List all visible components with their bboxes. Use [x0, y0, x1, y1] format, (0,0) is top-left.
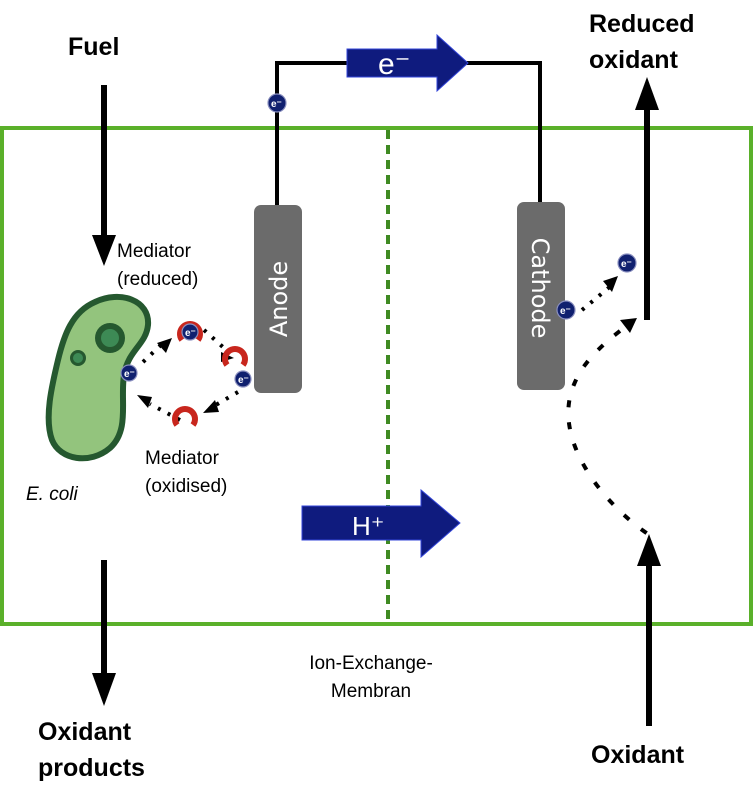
electron-icon: e⁻	[181, 323, 199, 341]
svg-text:e⁻: e⁻	[560, 306, 571, 317]
mediator-arrowhead-3	[203, 400, 219, 413]
cathode-electron-transfer-path	[580, 283, 614, 312]
membrane-label-line1: Ion-Exchange-	[309, 653, 433, 674]
oxidant-label: Oxidant	[591, 741, 685, 769]
mediator-reduced-label-line1: Mediator	[117, 241, 192, 262]
oxidant-path-arrowhead	[620, 318, 637, 333]
svg-text:e⁻: e⁻	[185, 328, 196, 339]
fuel-inlet-arrow	[92, 85, 116, 266]
svg-text:e⁻: e⁻	[124, 369, 135, 380]
membrane-label-line2: Membran	[331, 681, 411, 702]
mediator-cycle	[141, 328, 240, 422]
anode-electrode: Anode	[254, 205, 302, 393]
mediator-oxidised-label-line1: Mediator	[145, 448, 220, 469]
mediator-reduced-label-line2: (reduced)	[117, 269, 198, 290]
mediator-arrowhead-4	[137, 395, 152, 408]
svg-text:e⁻: e⁻	[238, 375, 249, 386]
e-coli-bacterium	[45, 293, 152, 462]
cathode-electrode: Cathode	[517, 202, 565, 390]
mediator-oxidised-molecule	[172, 406, 198, 427]
oxidant-products-label-line1: Oxidant	[38, 718, 132, 746]
oxidant-inlet-arrow	[637, 534, 661, 726]
electron-icon: e⁻	[120, 364, 138, 382]
mediator-oxidised-molecule-anode	[222, 346, 248, 367]
fuel-label: Fuel	[68, 33, 119, 61]
proton-flow-label: H⁺	[352, 511, 385, 541]
electron-icon: e⁻	[556, 300, 576, 320]
reduced-oxidant-outlet-arrow	[635, 77, 659, 320]
cell-chamber	[0, 126, 753, 626]
svg-text:e⁻: e⁻	[621, 259, 632, 270]
external-circuit-wire	[275, 61, 542, 205]
electron-flow-arrow: e⁻	[346, 33, 469, 93]
bacterium-organelle-large	[95, 323, 125, 353]
oxidant-reduction-path	[566, 319, 648, 535]
bacterium-organelle-small	[70, 350, 86, 366]
electron-icon: e⁻	[267, 93, 287, 113]
svg-text:e⁻: e⁻	[271, 99, 282, 110]
electron-icon: e⁻	[234, 370, 252, 388]
oxidant-products-label-line2: products	[38, 754, 145, 782]
e-coli-label: E. coli	[26, 484, 79, 505]
oxidant-products-outlet-arrow	[92, 560, 116, 706]
proton-flow-arrow: H⁺	[301, 488, 461, 559]
reduced-oxidant-label-line1: Reduced	[589, 10, 695, 38]
cathode-label: Cathode	[526, 238, 554, 339]
mediator-arrowhead-1	[157, 338, 172, 353]
anode-label: Anode	[265, 261, 293, 337]
electron-flow-label: e⁻	[378, 48, 411, 81]
reduced-oxidant-label-line2: oxidant	[589, 46, 679, 74]
cathode-transfer-arrowhead	[603, 276, 618, 292]
mediator-oxidised-label-line2: (oxidised)	[145, 476, 227, 497]
electron-icon: e⁻	[617, 253, 637, 273]
